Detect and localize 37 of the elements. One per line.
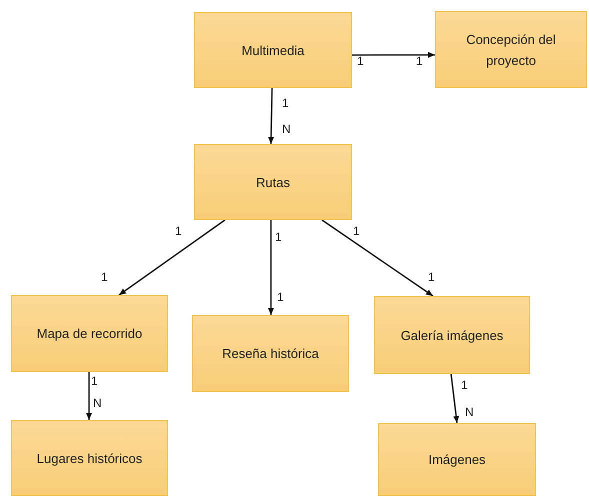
- entity-name: Imágenes: [428, 451, 486, 469]
- cardinality-label: 1: [461, 378, 468, 392]
- cardinality-label: 1: [175, 224, 182, 238]
- entity-name: Lugares históricos: [36, 450, 142, 468]
- entity-box: [374, 296, 530, 374]
- cardinality-label: N: [465, 405, 474, 419]
- entity-box: [378, 423, 536, 496]
- entity-box: [192, 315, 349, 392]
- cardinality-label: 1: [101, 270, 108, 284]
- entity-name: Rutas: [256, 174, 290, 192]
- entity-box: [11, 295, 168, 372]
- cardinality-label: 1: [353, 224, 360, 238]
- arrow: [268, 220, 274, 315]
- arrow: [118, 219, 226, 296]
- entity-box: [11, 420, 168, 496]
- arrow: [450, 374, 460, 424]
- cardinality-label: 1: [275, 230, 282, 244]
- cardinality-label: 1: [357, 54, 364, 68]
- entity-name: Concepción del proyecto: [465, 30, 557, 70]
- arrow: [268, 88, 274, 144]
- cardinality-label: N: [282, 122, 291, 136]
- cardinality-label: 1: [91, 374, 98, 388]
- cardinality-label: 1: [282, 96, 289, 110]
- entity-name: Mapa de recorrido: [36, 325, 142, 343]
- entity-name: Multimedia: [242, 42, 304, 60]
- cardinality-label: 1: [277, 290, 284, 304]
- entity-name: Galería imágenes: [400, 326, 504, 345]
- entity-box: [194, 144, 352, 220]
- cardinality-label: N: [93, 396, 102, 410]
- entity-name: Reseña histórica: [222, 345, 319, 363]
- arrow: [86, 372, 92, 420]
- entity-box: [194, 12, 352, 88]
- cardinality-label: 1: [428, 270, 435, 284]
- entity-box: [435, 11, 587, 88]
- arrow: [322, 219, 434, 297]
- arrow: [352, 52, 435, 58]
- cardinality-label: 1: [416, 54, 423, 68]
